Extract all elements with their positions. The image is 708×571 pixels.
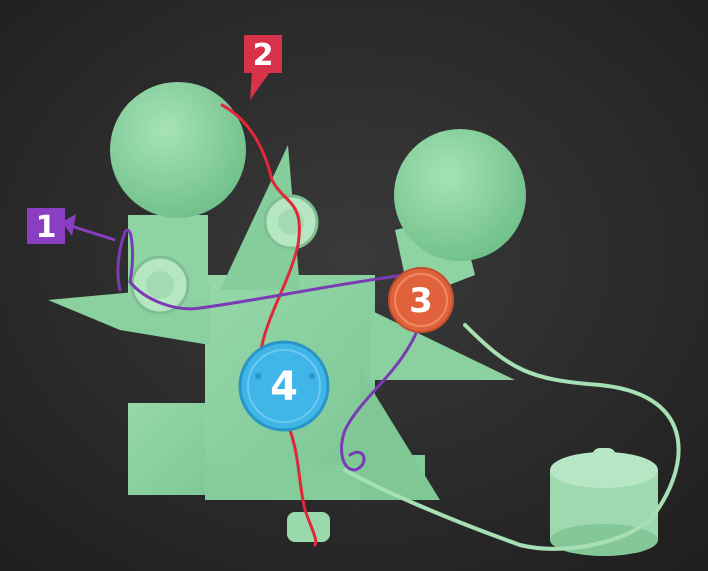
right-wedge: [360, 370, 440, 500]
callout-4-badge: [238, 340, 330, 432]
callout-1-badge: [27, 208, 65, 244]
left-ball: [110, 82, 246, 218]
center-spike: [220, 145, 300, 290]
right-ball: [394, 129, 526, 261]
green-model: [48, 82, 658, 556]
callout-2-label: 2: [253, 38, 274, 73]
base-block: [128, 403, 218, 495]
callout-1-label: 1: [36, 210, 57, 245]
battery-pack: [550, 448, 658, 556]
purple-wire: [116, 228, 424, 472]
wires: [116, 103, 681, 551]
callout-3: 3: [388, 267, 454, 333]
callout-4: 4: [238, 340, 330, 432]
callout-4-label: 4: [270, 364, 298, 410]
callout-3-badge: [388, 267, 454, 333]
bottom-clip: [287, 512, 330, 542]
green-cable: [343, 323, 681, 551]
callout-3-label: 3: [409, 281, 433, 321]
callout-2-badge: [244, 35, 282, 73]
callout-2: 2: [244, 35, 282, 100]
red-wire: [220, 103, 318, 547]
left-button-inner: [146, 271, 174, 299]
callout-1: 1: [27, 208, 116, 245]
